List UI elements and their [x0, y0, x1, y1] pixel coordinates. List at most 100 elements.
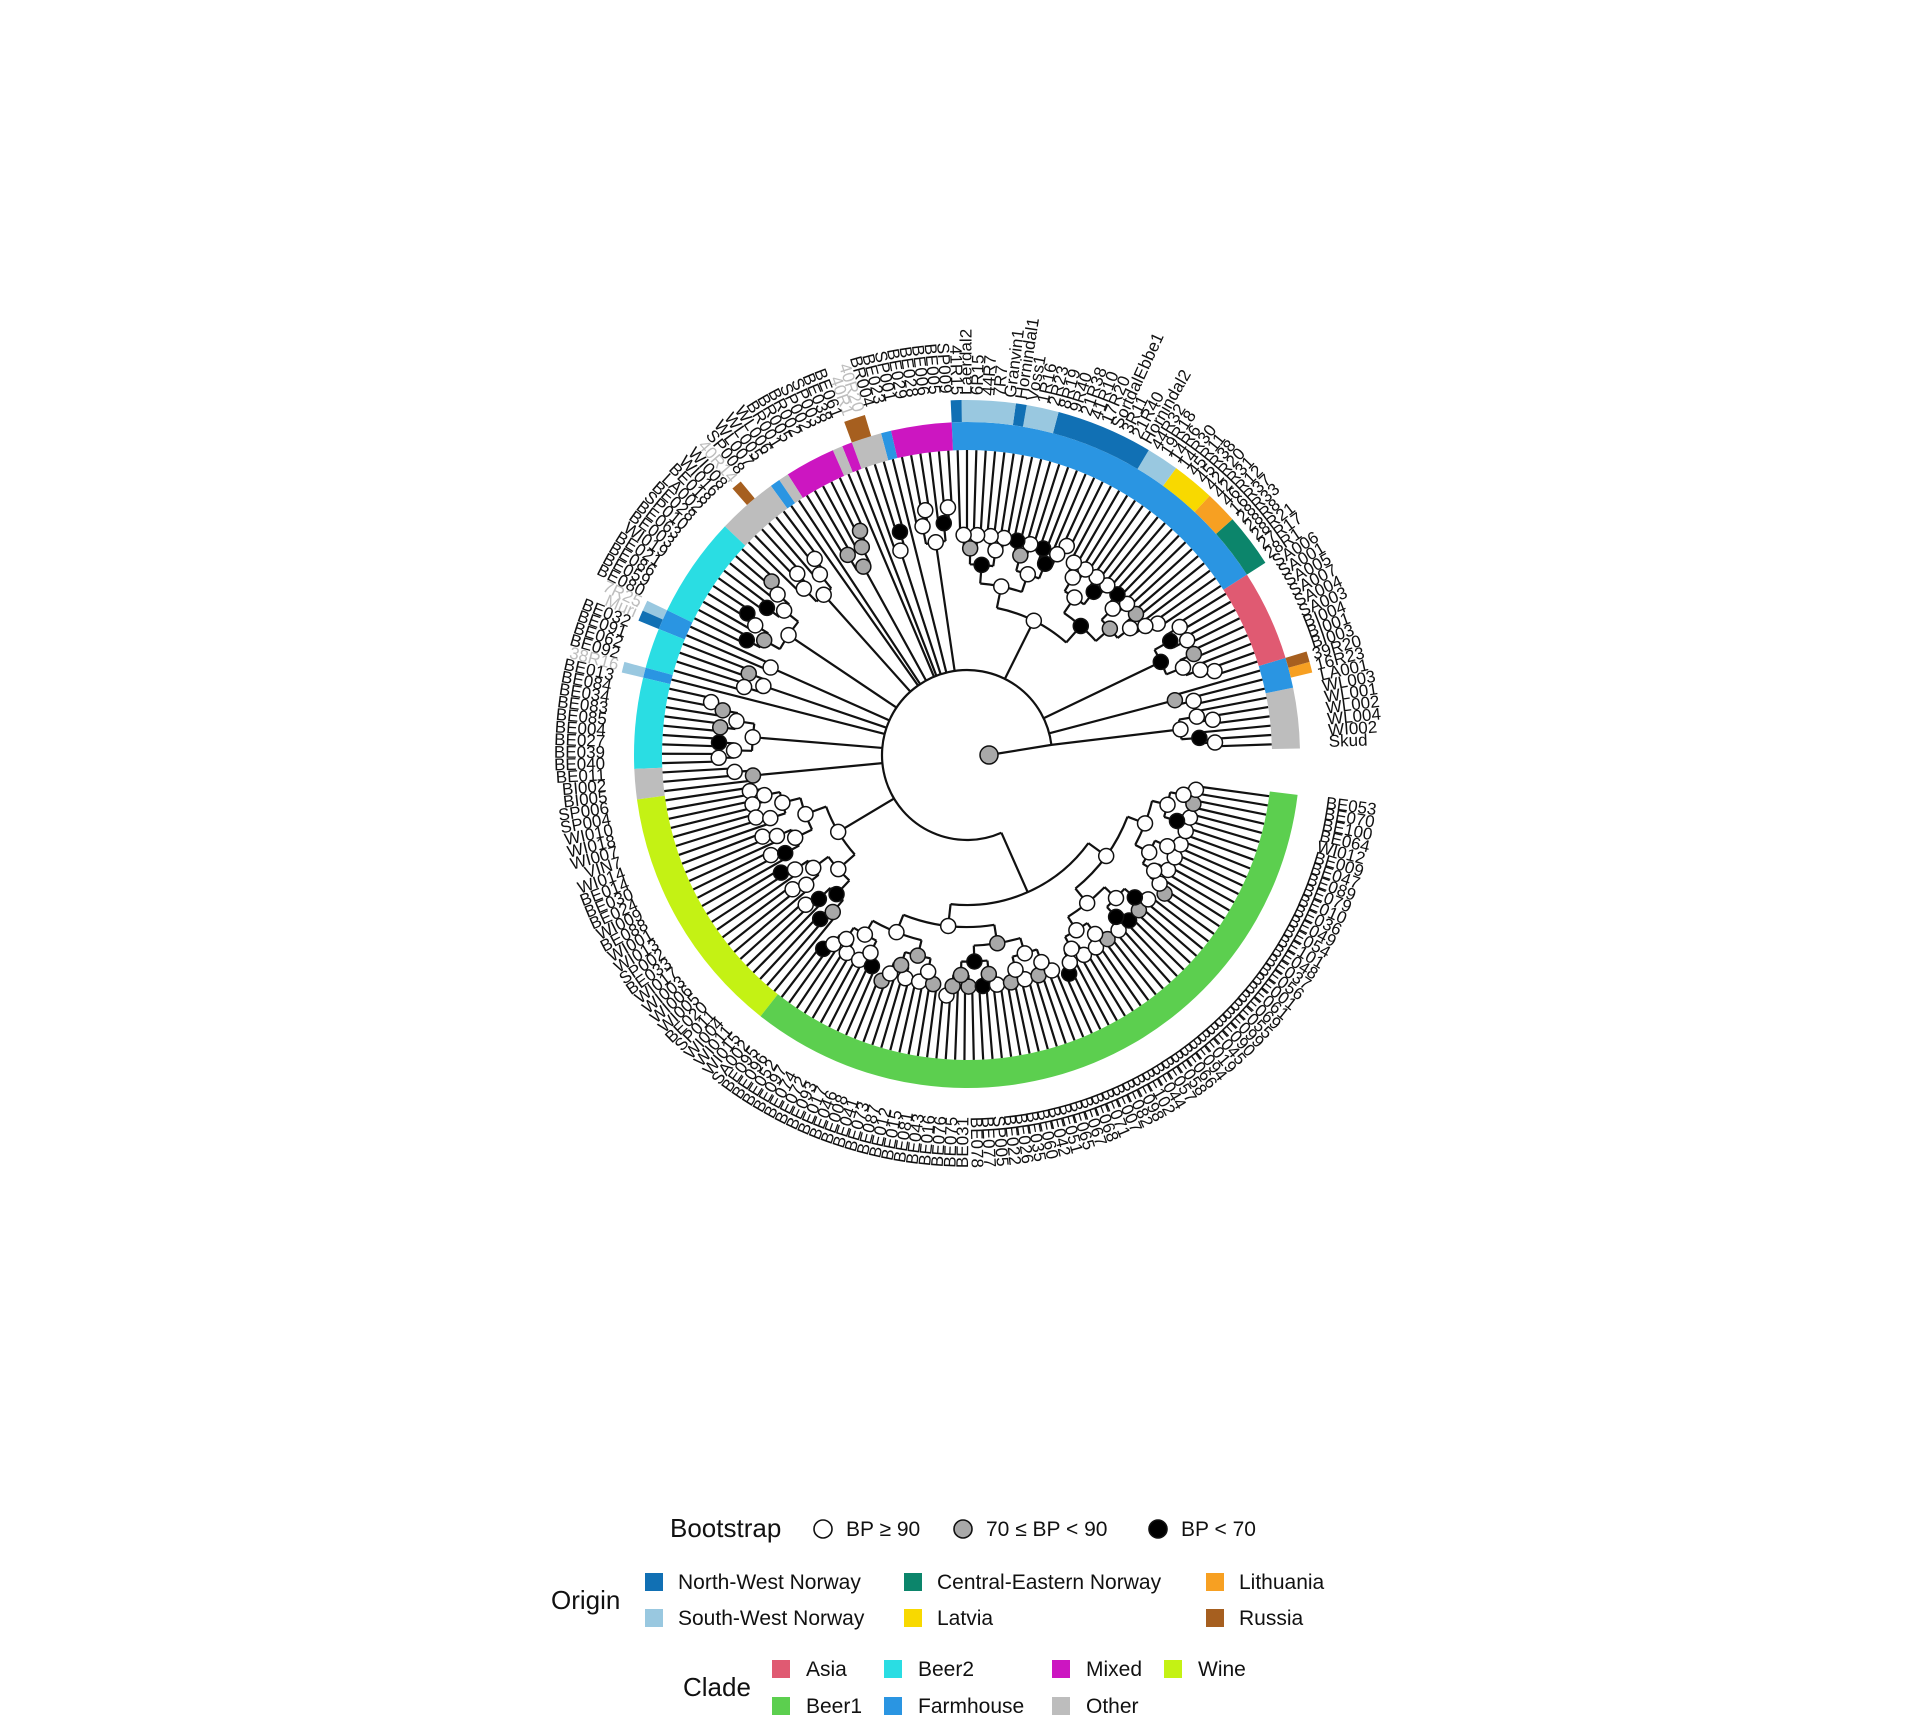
bootstrap-node — [892, 956, 910, 974]
bootstrap-node — [973, 556, 990, 574]
bootstrap-node — [1206, 734, 1224, 751]
tip-label: 41R15 — [946, 345, 967, 396]
bootstrap-node — [966, 953, 983, 970]
origin-band — [1137, 450, 1177, 486]
bootstrap-node — [754, 828, 771, 845]
bootstrap-node — [1185, 692, 1202, 710]
bootstrap-node — [784, 881, 801, 898]
origin-russia-label: Russia — [1239, 1607, 1304, 1630]
tip-label: Laerdal2 — [956, 329, 975, 395]
bootstrap-node — [1166, 691, 1184, 709]
bootstrap-node — [1191, 729, 1208, 747]
bootstrap-node — [806, 550, 823, 568]
clade-asia-label: Asia — [806, 1658, 847, 1681]
tip-label: BE076 — [928, 1115, 951, 1167]
origin-band — [950, 400, 962, 423]
clade-band-farmhouse — [658, 610, 693, 640]
bootstrap-node — [1085, 583, 1102, 601]
bootstrap-node — [1012, 547, 1029, 564]
bootstrap-node — [740, 665, 757, 682]
branch — [1114, 528, 1180, 598]
bootstrap-node — [1007, 961, 1024, 978]
bootstrap-high-swatch — [813, 1519, 833, 1539]
bootstrap-node — [982, 527, 999, 545]
tip-label: Skud — [1328, 731, 1367, 751]
branch — [661, 752, 720, 765]
bootstrap-node — [714, 702, 731, 719]
bootstrap-node — [1033, 953, 1050, 971]
bootstrap-node — [862, 944, 879, 962]
bootstrap-node — [839, 546, 856, 564]
bootstrap-node — [1107, 889, 1125, 907]
tip-label: 6R15 — [968, 354, 988, 395]
bootstrap-node — [1139, 891, 1157, 908]
branch — [999, 453, 1024, 540]
bootstrap-nodes — [702, 499, 1224, 1004]
bootstrap-high-label: BP ≥ 90 — [846, 1518, 920, 1541]
bootstrap-node — [1061, 954, 1079, 971]
bootstrap-node — [830, 860, 847, 878]
bootstrap-node — [786, 829, 804, 847]
bootstrap-node — [955, 526, 972, 544]
bootstrap-node — [769, 586, 786, 603]
bootstrap-node — [851, 522, 869, 540]
bootstrap-node — [786, 861, 804, 878]
bootstrap-node — [741, 782, 759, 800]
bootstrap-node — [1206, 662, 1223, 680]
tip-label: BI002 — [561, 776, 607, 799]
bootstrap-node — [725, 742, 743, 759]
branch — [1103, 516, 1166, 589]
bootstrap-node — [1178, 632, 1196, 649]
bootstrap-node — [856, 926, 874, 943]
bootstrap-node — [824, 903, 842, 921]
clade-band-beer1 — [760, 791, 1298, 1088]
bootstrap-node — [961, 540, 979, 557]
branch — [1006, 980, 1031, 1056]
clade-band-farmhouse — [643, 667, 673, 685]
bootstrap-node — [1159, 796, 1176, 813]
branch — [665, 786, 752, 811]
tip-label: BE027 — [554, 730, 606, 751]
clade-mixed-label: Mixed — [1086, 1658, 1142, 1681]
origin-sw-norway-swatch — [645, 1609, 663, 1627]
bootstrap-node — [993, 578, 1010, 595]
bootstrap-node — [1161, 632, 1179, 650]
bootstrap-node — [744, 767, 762, 784]
clade-band-asia — [1223, 574, 1286, 667]
bootstrap-node — [775, 602, 793, 619]
tip-label: BE039 — [554, 743, 605, 762]
bootstrap-node — [810, 890, 828, 908]
bootstrap-node — [1063, 940, 1080, 957]
bootstrap-node — [758, 599, 776, 617]
clade-band-other — [832, 446, 853, 476]
clade-band-beer2 — [667, 526, 746, 623]
bootstrap-node — [987, 542, 1004, 559]
bootstrap-node — [1066, 589, 1083, 606]
bootstrap-legend: Bootstrap BP ≥ 90 70 ≤ BP < 90 BP < 70 — [670, 1513, 1256, 1543]
branch — [1012, 456, 1043, 543]
bootstrap-node — [1126, 889, 1144, 906]
clade-band-mixed — [890, 422, 953, 459]
bootstrap-node — [738, 632, 756, 649]
origin-band — [961, 400, 1016, 426]
bootstrap-node — [728, 712, 745, 730]
bootstrap-node — [756, 786, 773, 804]
tip-label: BE078 — [967, 1117, 987, 1168]
tip-label: 7R7 — [990, 365, 1012, 398]
bootstrap-node — [935, 514, 953, 532]
bootstrap-node — [927, 534, 944, 551]
tip-label: BE005 — [921, 343, 945, 396]
bootstrap-node — [888, 923, 905, 941]
origin-nw-norway-swatch — [645, 1573, 663, 1591]
bootstrap-node — [855, 558, 872, 575]
tip-label: BE077 — [978, 1116, 1000, 1168]
branch — [1213, 733, 1272, 748]
bootstrap-node — [1097, 847, 1115, 865]
branch — [1092, 505, 1152, 581]
legend: Bootstrap BP ≥ 90 70 ≤ BP < 90 BP < 70 O… — [551, 1513, 1325, 1718]
clade-band-mixed — [787, 450, 845, 498]
origin-legend: Origin North-West Norway South-West Norw… — [551, 1571, 1325, 1630]
bootstrap-node — [989, 935, 1006, 952]
bootstrap-node — [1019, 565, 1037, 583]
